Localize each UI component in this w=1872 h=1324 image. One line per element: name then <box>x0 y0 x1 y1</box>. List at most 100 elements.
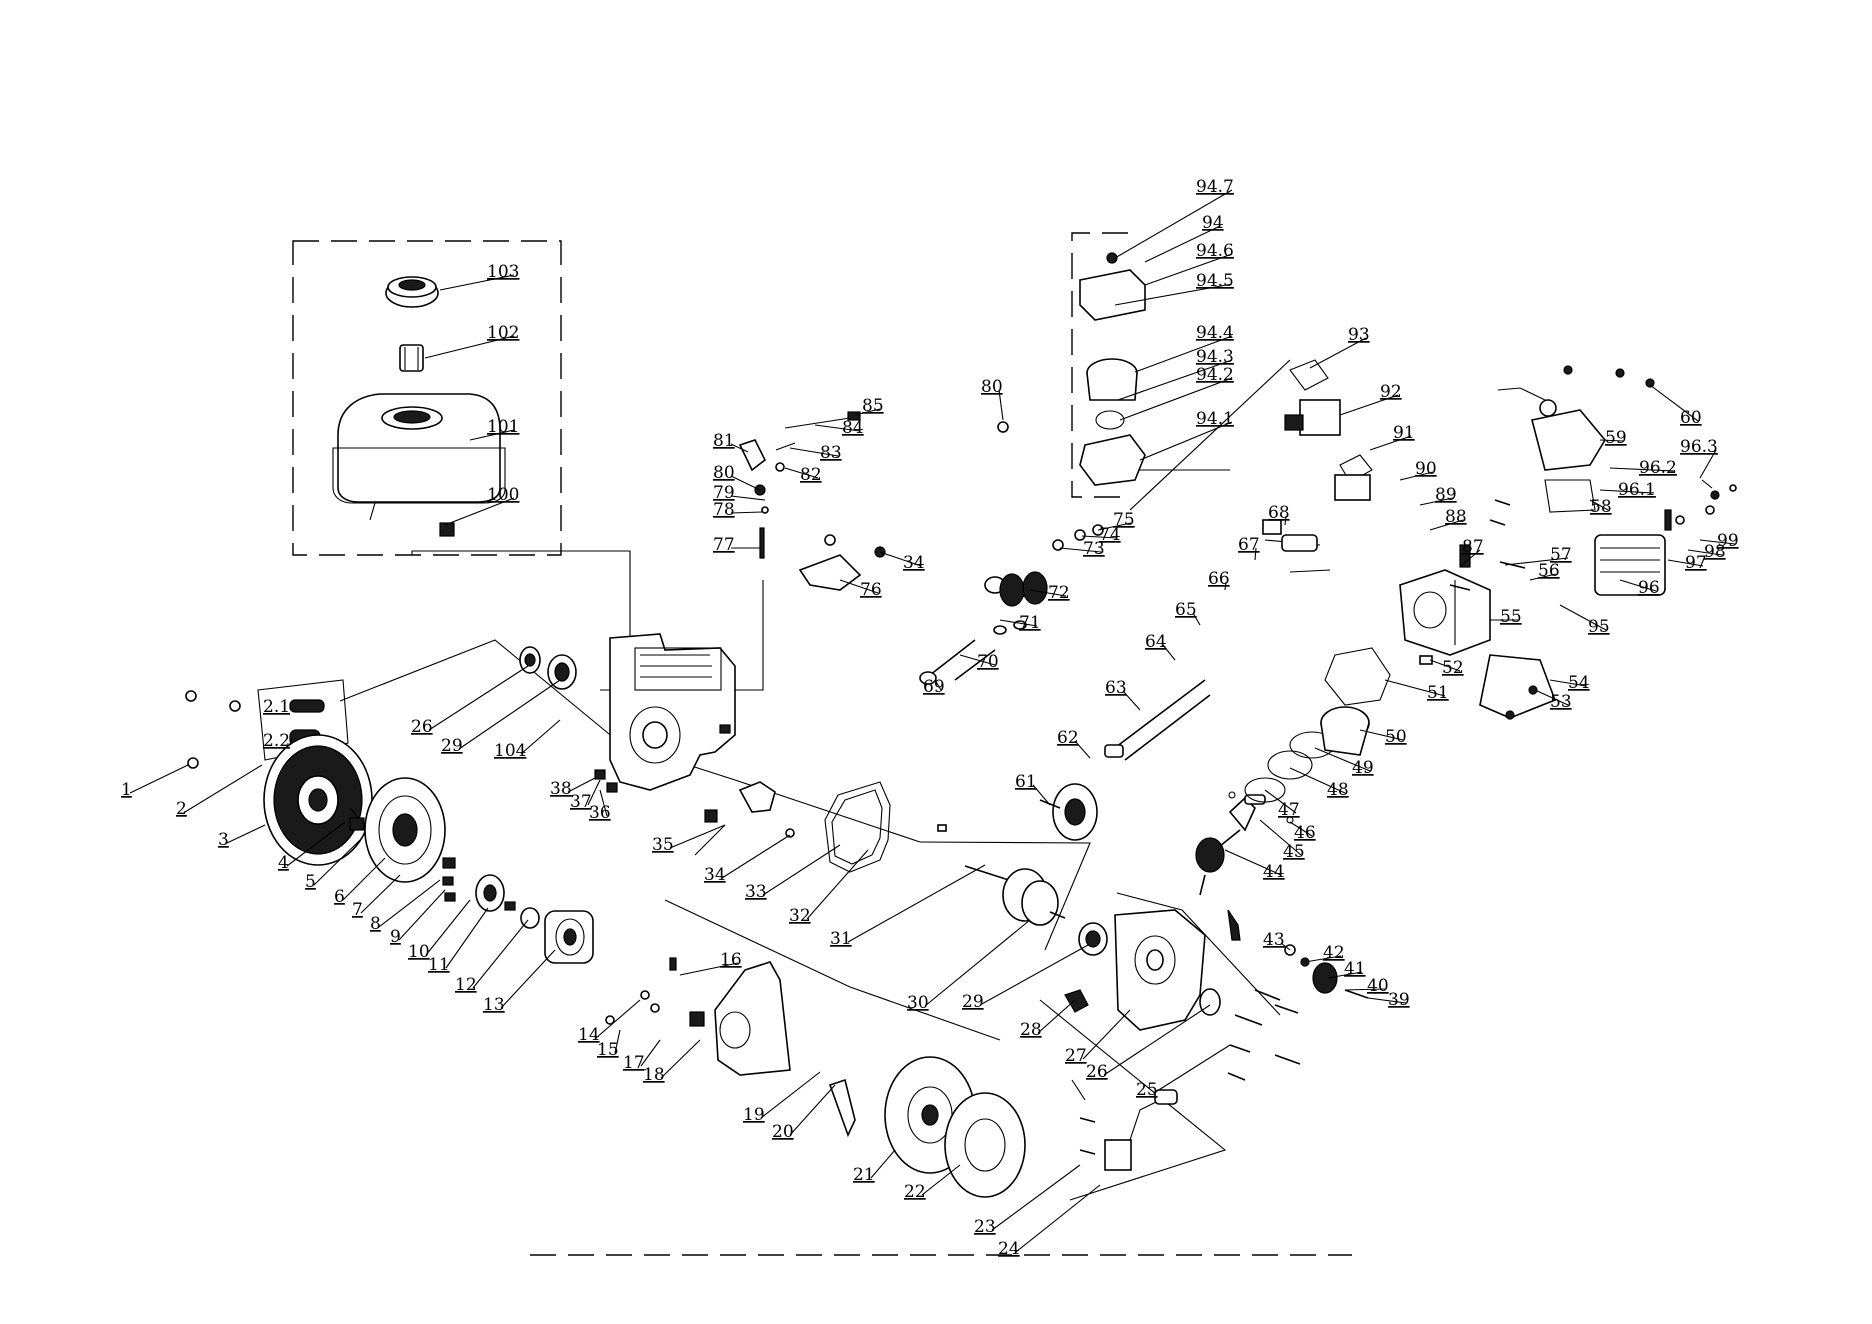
bearing-right <box>1078 922 1108 956</box>
part-number-label: 94.1 <box>1196 409 1234 429</box>
leader-line <box>839 579 879 594</box>
air-cleaner-nut <box>1106 252 1118 264</box>
part-number-label: 96.1 <box>1618 480 1656 500</box>
leader-line <box>730 475 761 491</box>
side-cover <box>1114 909 1206 1031</box>
part-number-label: 80 <box>981 377 1003 397</box>
part-number-label: 28 <box>1020 1020 1042 1040</box>
head-dowel <box>1419 655 1433 665</box>
part-number-label: 2 <box>176 799 187 819</box>
part-number-label: 75 <box>1113 510 1135 530</box>
ignition-group-outline <box>1039 999 1227 1201</box>
coil-bolts <box>1071 1079 1096 1155</box>
part-number-label: 36 <box>589 803 611 823</box>
part-number-label: 73 <box>1083 539 1105 559</box>
leader-line <box>1162 644 1176 661</box>
leader-line <box>614 1029 621 1054</box>
leader-line <box>1122 690 1141 711</box>
part-number-label: 95 <box>1588 617 1610 637</box>
carburetor <box>1284 399 1341 436</box>
leader-line <box>1192 612 1201 626</box>
leader-line <box>425 899 471 956</box>
part-number-label: 11 <box>428 955 450 975</box>
muffler-heat-shield <box>1531 409 1606 471</box>
part-number-label: 97 <box>1685 553 1707 573</box>
leader-line <box>1032 784 1051 806</box>
starter-reel <box>364 777 446 883</box>
leader-line <box>879 551 922 567</box>
part-number-label: 70 <box>977 652 999 672</box>
leader-line <box>1280 942 1291 951</box>
cooling-fan <box>944 1092 1026 1198</box>
part-number-label: 59 <box>1605 428 1627 448</box>
leader-line <box>428 665 529 731</box>
part-number-label: 16 <box>720 950 742 970</box>
leader-line <box>1264 789 1297 814</box>
part-number-label: 94.3 <box>1196 347 1234 367</box>
leader-line <box>1259 819 1302 856</box>
part-number-label: 6 <box>334 887 345 907</box>
part-number-label: 93 <box>1348 325 1370 345</box>
part-number-label: 67 <box>1238 535 1260 555</box>
cylinder-head-gasket <box>1324 647 1391 706</box>
parts-layer <box>185 252 1737 1198</box>
leader-line <box>1289 767 1346 794</box>
fuel-strainer <box>399 344 424 372</box>
starter-friction-plate <box>475 874 505 912</box>
leader-line <box>1254 547 1257 561</box>
leader-line <box>1359 729 1404 741</box>
leader-line <box>999 619 1038 627</box>
part-number-label: 68 <box>1268 503 1290 523</box>
leader-line <box>342 857 386 901</box>
leader-line <box>760 1071 821 1119</box>
rocker-arms <box>1262 519 1318 552</box>
leader-line <box>660 1039 701 1079</box>
side-cover-bolts <box>1227 989 1301 1081</box>
leader-line <box>1384 679 1446 697</box>
part-number-label: 92 <box>1380 382 1402 402</box>
leader-line <box>1534 689 1569 706</box>
muffler-protector-parts <box>1701 479 1737 500</box>
leader-line <box>1619 579 1657 592</box>
leader-line <box>424 335 515 359</box>
leader-line <box>1284 515 1287 526</box>
air-cleaner-gasket <box>1095 410 1125 430</box>
leader-line <box>669 824 726 849</box>
leader-line <box>398 889 446 941</box>
leader-line <box>1529 573 1557 581</box>
part-number-label: 8 <box>370 914 381 934</box>
leader-line <box>458 679 561 750</box>
leader-line <box>998 389 1004 421</box>
part-number-label: 88 <box>1445 507 1467 527</box>
leader-line <box>184 764 263 813</box>
leader-line <box>1224 849 1282 876</box>
side-cover-group-outline <box>1116 892 1281 1016</box>
part-number-labels: 122.12.234567891011121314151617181920212… <box>121 177 1739 1259</box>
leader-line <box>1369 435 1412 451</box>
leader-line <box>1504 557 1569 566</box>
part-number-label: 47 <box>1278 800 1300 820</box>
part-number-label: 96.3 <box>1680 437 1718 457</box>
part-number-label: 44 <box>1263 862 1285 882</box>
part-number-label: 37 <box>570 792 592 812</box>
leader-line <box>1139 421 1233 461</box>
leader-line <box>1119 377 1233 421</box>
shield-bolts <box>1505 685 1538 720</box>
leader-line <box>469 429 515 441</box>
spark-plug <box>1459 544 1471 568</box>
leader-line <box>1687 549 1723 556</box>
leader-line <box>991 1164 1081 1231</box>
cylinder-head <box>1399 569 1491 656</box>
part-number-label: 32 <box>789 906 811 926</box>
part-number-label: 62 <box>1057 728 1079 748</box>
part-number-label: 91 <box>1393 423 1415 443</box>
camshaft-gear <box>1039 783 1098 841</box>
leader-line <box>1559 604 1607 631</box>
leader-line <box>286 821 346 867</box>
leader-line <box>1429 519 1464 531</box>
leader-line <box>1114 283 1233 306</box>
leader-line <box>870 1149 896 1179</box>
part-number-label: 14 <box>578 1025 600 1045</box>
leader-line <box>1074 740 1091 759</box>
leader-line <box>847 864 986 943</box>
